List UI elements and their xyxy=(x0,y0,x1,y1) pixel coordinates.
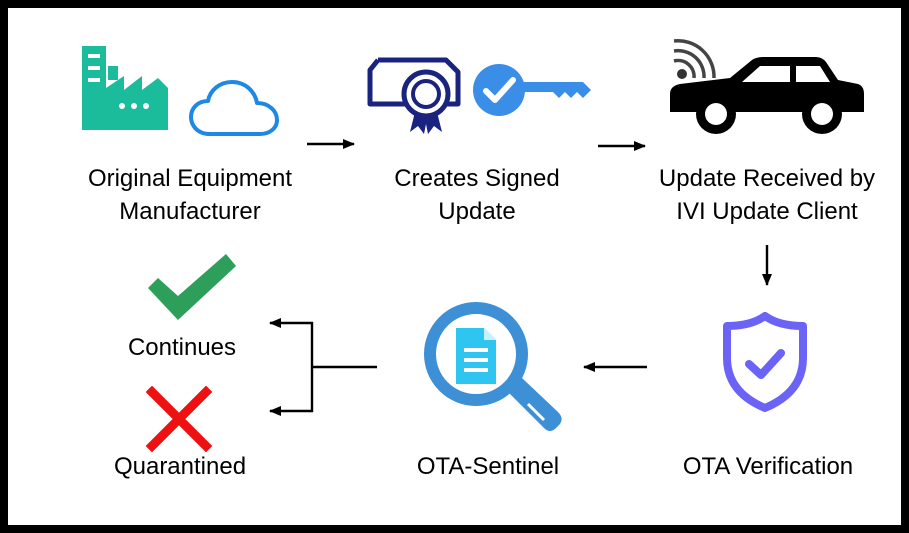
label-received-line2: IVI Update Client xyxy=(676,198,858,225)
label-signed-update: Creates Signed Update xyxy=(362,162,592,228)
label-update-received: Update Received by IVI Update Client xyxy=(638,162,896,228)
label-continues: Continues xyxy=(127,334,237,361)
connectors xyxy=(269,139,772,416)
factory-icon xyxy=(82,46,168,130)
label-signed-line2: Update xyxy=(438,198,516,225)
cross-icon xyxy=(146,386,212,452)
label-ota-verification: OTA Verification xyxy=(682,453,854,480)
label-oem: Original Equipment Manufacturer xyxy=(52,162,328,228)
car-icon xyxy=(670,57,864,134)
cloud-icon xyxy=(189,80,279,136)
diagram-canvas: Original Equipment Manufacturer Creates … xyxy=(8,8,901,525)
check-icon xyxy=(148,254,236,320)
shield-check-icon xyxy=(723,312,807,412)
magnifier-document-icon xyxy=(424,302,562,431)
label-ota-sentinel: OTA-Sentinel xyxy=(416,453,560,480)
label-signed-line1: Creates Signed xyxy=(394,165,560,192)
label-oem-line2: Manufacturer xyxy=(119,198,261,225)
label-oem-line1: Original Equipment xyxy=(87,165,293,192)
key-icon xyxy=(473,64,591,116)
label-received-line1: Update Received by xyxy=(658,165,876,192)
certificate-icon xyxy=(367,57,461,134)
wifi-icon xyxy=(673,39,716,79)
label-quarantined: Quarantined xyxy=(113,453,247,480)
